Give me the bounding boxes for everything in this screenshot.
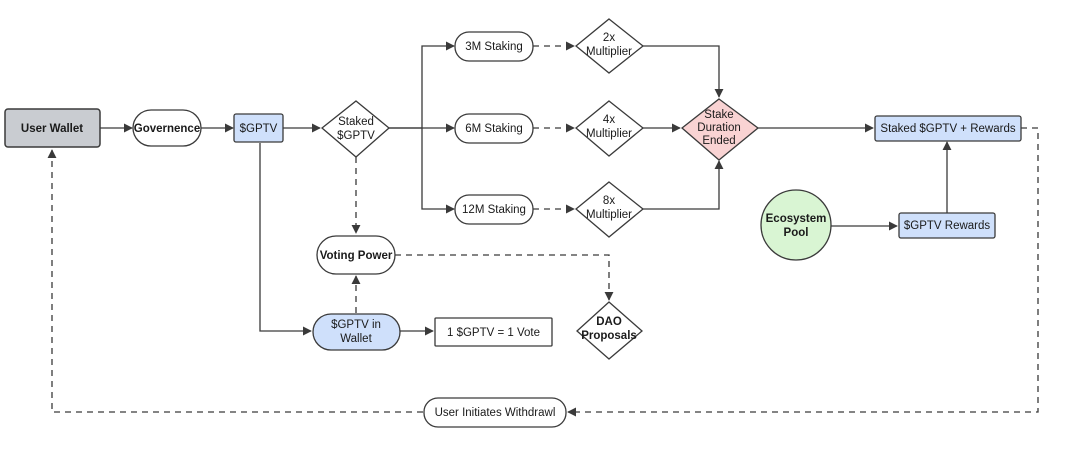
multiplier-8x-line2: Multiplier bbox=[586, 209, 632, 221]
multiplier-2x-line2: Multiplier bbox=[586, 46, 632, 58]
vote-ratio-node: 1 $GPTV = 1 Vote bbox=[434, 317, 553, 347]
staked-gptv-node: Staked $GPTV bbox=[320, 100, 391, 158]
edges bbox=[47, 41, 1039, 417]
edge-withdraw-wallet bbox=[47, 149, 423, 413]
edge-staked-12m bbox=[421, 128, 455, 214]
stake-ended-line2: Duration bbox=[697, 122, 740, 134]
gptv-in-wallet-node: $GPTV in Wallet bbox=[312, 313, 401, 351]
edge-8x-stake-ended bbox=[643, 160, 724, 210]
edge-voting-dao bbox=[395, 254, 614, 301]
governance-node: Governence bbox=[132, 109, 202, 147]
user-wallet-label: User Wallet bbox=[21, 123, 83, 135]
vote-ratio-label: 1 $GPTV = 1 Vote bbox=[447, 327, 540, 339]
staking-6m-label: 6M Staking bbox=[465, 123, 523, 135]
staked-rewards-label: Staked $GPTV + Rewards bbox=[880, 123, 1015, 135]
multiplier-2x-node: 2x Multiplier bbox=[574, 18, 645, 74]
multiplier-8x-line1: 8x bbox=[603, 195, 615, 207]
multiplier-4x-line2: Multiplier bbox=[586, 128, 632, 140]
withdraw-label: User Initiates Withdrawl bbox=[435, 407, 556, 419]
staking-6m-node: 6M Staking bbox=[454, 113, 534, 144]
stake-ended-line1: Stake bbox=[704, 109, 733, 121]
gptv-node: $GPTV bbox=[233, 113, 284, 143]
staked-gptv-label-line1: Staked bbox=[338, 116, 374, 128]
gptv-rewards-label: $GPTV Rewards bbox=[904, 220, 991, 232]
edge-2x-stake-ended bbox=[643, 45, 724, 98]
staked-gptv-label-line2: $GPTV bbox=[337, 130, 375, 142]
stake-ended-line3: Ended bbox=[702, 135, 735, 147]
governance-label: Governence bbox=[134, 123, 200, 135]
multiplier-4x-node: 4x Multiplier bbox=[574, 100, 645, 157]
staking-3m-node: 3M Staking bbox=[454, 31, 534, 62]
edge-staked-3m bbox=[389, 41, 455, 129]
stake-duration-ended-node: Stake Duration Ended bbox=[680, 98, 760, 161]
ecosystem-pool-line1: Ecosystem bbox=[766, 213, 827, 225]
dao-proposals-line2: Proposals bbox=[581, 330, 637, 342]
edge-gptv-wallet bbox=[259, 143, 312, 336]
gptv-in-wallet-line1: $GPTV in bbox=[331, 319, 381, 331]
gptv-rewards-node: $GPTV Rewards bbox=[898, 212, 996, 239]
staking-12m-label: 12M Staking bbox=[462, 204, 526, 216]
staked-rewards-node: Staked $GPTV + Rewards bbox=[874, 115, 1022, 142]
staking-12m-node: 12M Staking bbox=[454, 194, 534, 225]
multiplier-4x-line1: 4x bbox=[603, 114, 615, 126]
dao-proposals-node: DAO Proposals bbox=[576, 301, 643, 360]
dao-proposals-line1: DAO bbox=[596, 316, 622, 328]
multiplier-2x-line1: 2x bbox=[603, 32, 615, 44]
user-wallet-node: User Wallet bbox=[4, 108, 101, 148]
staking-3m-label: 3M Staking bbox=[465, 41, 523, 53]
edge-rewards-withdraw bbox=[567, 127, 1039, 417]
ecosystem-pool-node: Ecosystem Pool bbox=[760, 189, 832, 261]
multiplier-8x-node: 8x Multiplier bbox=[574, 181, 645, 238]
withdraw-node: User Initiates Withdrawl bbox=[423, 397, 567, 428]
gptv-label: $GPTV bbox=[240, 123, 278, 135]
ecosystem-pool-line2: Pool bbox=[784, 227, 809, 239]
gptv-in-wallet-line2: Wallet bbox=[340, 333, 372, 345]
voting-power-label: Voting Power bbox=[320, 250, 393, 262]
voting-power-node: Voting Power bbox=[316, 235, 396, 275]
